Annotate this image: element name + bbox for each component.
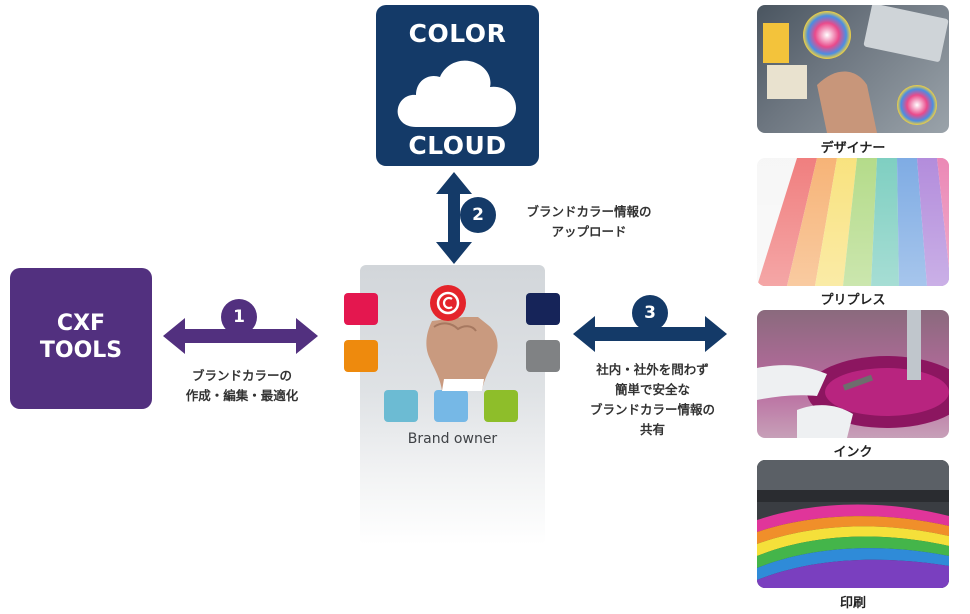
printing-image (757, 460, 949, 588)
ink-image (757, 310, 949, 438)
step-3-caption: 社内・社外を問わず 簡単で安全な ブランドカラー情報の 共有 (565, 360, 740, 440)
swatch-fan-image (757, 158, 949, 286)
step-1-caption: ブランドカラーの 作成・編集・最適化 (163, 366, 321, 406)
photo-designer-label: デザイナー (820, 141, 886, 156)
double-arrow-1-icon (163, 318, 318, 354)
swatch-light-blue (434, 390, 468, 422)
photo-printing-label: 印刷 (839, 596, 866, 611)
color-cloud-line2: CLOUD (408, 131, 507, 160)
swatch-gray (526, 340, 560, 372)
swatch-red (344, 293, 378, 325)
brand-owner-label: Brand owner (407, 431, 498, 447)
photo-ink (757, 310, 949, 438)
cxf-tools-box: CXF TOOLS (10, 268, 152, 409)
photo-ink-label: インク (833, 445, 873, 460)
step-1-caption-line: ブランドカラーの (191, 368, 292, 383)
color-cloud-line1: COLOR (408, 19, 507, 48)
cxf-tools-line1: CXF (56, 311, 106, 336)
step-3-caption-line: 簡単で安全な (614, 382, 690, 397)
cloud-icon (397, 60, 516, 128)
photo-prepress-label: プリプレス (820, 293, 886, 308)
step-1-badge: 1 (221, 299, 257, 335)
step-3-caption-line: 社内・社外を問わず (596, 362, 709, 377)
step-2-caption-line: アップロード (551, 224, 627, 239)
double-arrow-2-icon (436, 172, 472, 264)
step-3-caption-line: 共有 (639, 422, 665, 437)
swatch-orange (344, 340, 378, 372)
photo-designer (757, 5, 949, 133)
double-arrow-3-icon (573, 316, 727, 352)
cxf-tools-line2: TOOLS (39, 338, 123, 363)
step-2-caption-line: ブランドカラー情報の (526, 204, 652, 219)
swatch-navy (526, 293, 560, 325)
swatch-green (484, 390, 518, 422)
photo-prepress (757, 158, 949, 286)
color-cloud-box: COLOR CLOUD (376, 5, 539, 166)
hand-copyright-icon (426, 285, 498, 391)
step-3-badge: 3 (632, 295, 668, 331)
step-2-badge: 2 (460, 197, 496, 233)
step-2-caption: ブランドカラー情報の アップロード (505, 202, 673, 242)
swatch-teal (384, 390, 418, 422)
step-3-caption-line: ブランドカラー情報の (589, 402, 715, 417)
photo-printing (757, 460, 949, 588)
designer-image (763, 5, 949, 133)
step-1-caption-line: 作成・編集・最適化 (185, 388, 299, 403)
brand-owner-panel: Brand owner (344, 265, 560, 545)
